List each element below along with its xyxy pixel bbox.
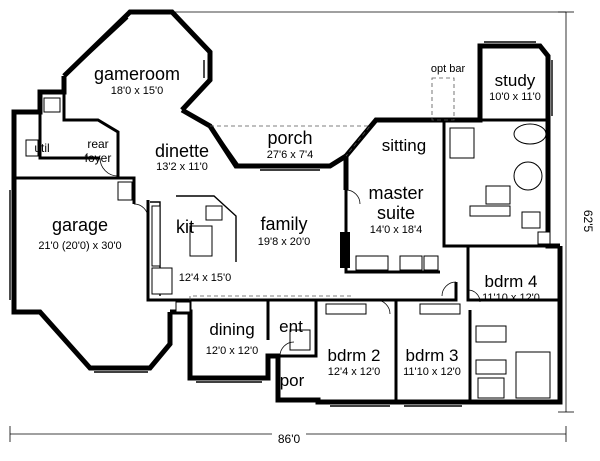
- opt-bar-name: opt bar: [431, 63, 466, 75]
- room-dining: dining 12'0 x 12'0: [206, 320, 259, 357]
- bdrm3-size: 11'10 x 12'0: [403, 366, 461, 378]
- master-line1: master: [368, 183, 423, 203]
- garage-name: garage: [52, 215, 108, 235]
- porch-outline: [210, 125, 371, 157]
- rear-foyer-line2: foyer: [85, 151, 112, 165]
- opt-bar-outline: [431, 77, 455, 121]
- study-size: 10'0 x 11'0: [489, 91, 541, 103]
- width-dimension: 86'0: [278, 432, 301, 446]
- master-size: 14'0 x 18'4: [370, 224, 423, 236]
- room-family: family 19'8 x 20'0: [258, 214, 311, 248]
- family-size: 19'8 x 20'0: [258, 236, 311, 248]
- interior-walls: [14, 92, 560, 402]
- bdrm4-size: 11'10 x 12'0: [482, 292, 540, 304]
- ent-name: ent: [279, 317, 303, 336]
- master-line2: suite: [377, 203, 415, 223]
- depth-dimension: 62'5: [581, 210, 595, 233]
- kit-size: 12'4 x 15'0: [179, 272, 232, 284]
- room-garage: garage 21'0 (20'0) x 30'0: [38, 215, 121, 252]
- dinette-name: dinette: [155, 141, 209, 161]
- room-kit: kit 12'4 x 15'0: [176, 217, 231, 284]
- rear-foyer-line1: rear: [87, 137, 108, 151]
- bdrm3-name: bdrm 3: [406, 346, 459, 365]
- tub: [513, 123, 547, 145]
- dining-size: 12'0 x 12'0: [206, 345, 259, 357]
- room-bdrm3: bdrm 3 11'10 x 12'0: [403, 346, 461, 378]
- fireplace: [340, 232, 350, 268]
- kit-name: kit: [176, 217, 194, 237]
- room-gameroom: gameroom 18'0 x 15'0: [94, 64, 180, 97]
- room-master-suite: master suite 14'0 x 18'4: [368, 183, 423, 236]
- gameroom-name: gameroom: [94, 64, 180, 84]
- garage-size: 21'0 (20'0) x 30'0: [38, 240, 121, 252]
- windows: [9, 17, 553, 407]
- doors: [99, 157, 481, 357]
- porch-name: porch: [267, 128, 312, 148]
- study-name: study: [495, 71, 536, 90]
- por-name: por: [280, 371, 305, 390]
- bdrm4-name: bdrm 4: [485, 272, 538, 291]
- room-bdrm4: bdrm 4 11'10 x 12'0: [482, 272, 540, 304]
- fixtures: [25, 97, 551, 399]
- room-study: study 10'0 x 11'0: [489, 71, 541, 103]
- shower: [513, 161, 543, 191]
- dinette-size: 13'2 x 11'0: [156, 161, 208, 173]
- room-porch: porch 27'6 x 7'4: [267, 128, 313, 161]
- dining-name: dining: [209, 320, 254, 339]
- util-name: util: [34, 141, 49, 155]
- kitchen-island: [189, 225, 213, 257]
- family-name: family: [260, 214, 307, 234]
- porch-size: 27'6 x 7'4: [267, 149, 313, 161]
- room-dinette: dinette 13'2 x 11'0: [155, 141, 209, 173]
- room-rear-foyer: rear foyer: [85, 137, 112, 165]
- gameroom-size: 18'0 x 15'0: [111, 85, 164, 97]
- exterior-walls: [11, 9, 563, 405]
- bdrm2-name: bdrm 2: [328, 346, 381, 365]
- sitting-name: sitting: [382, 136, 426, 155]
- bdrm2-size: 12'4 x 12'0: [328, 366, 381, 378]
- entry-porch-outline: [189, 295, 352, 300]
- room-bdrm2: bdrm 2 12'4 x 12'0: [328, 346, 381, 378]
